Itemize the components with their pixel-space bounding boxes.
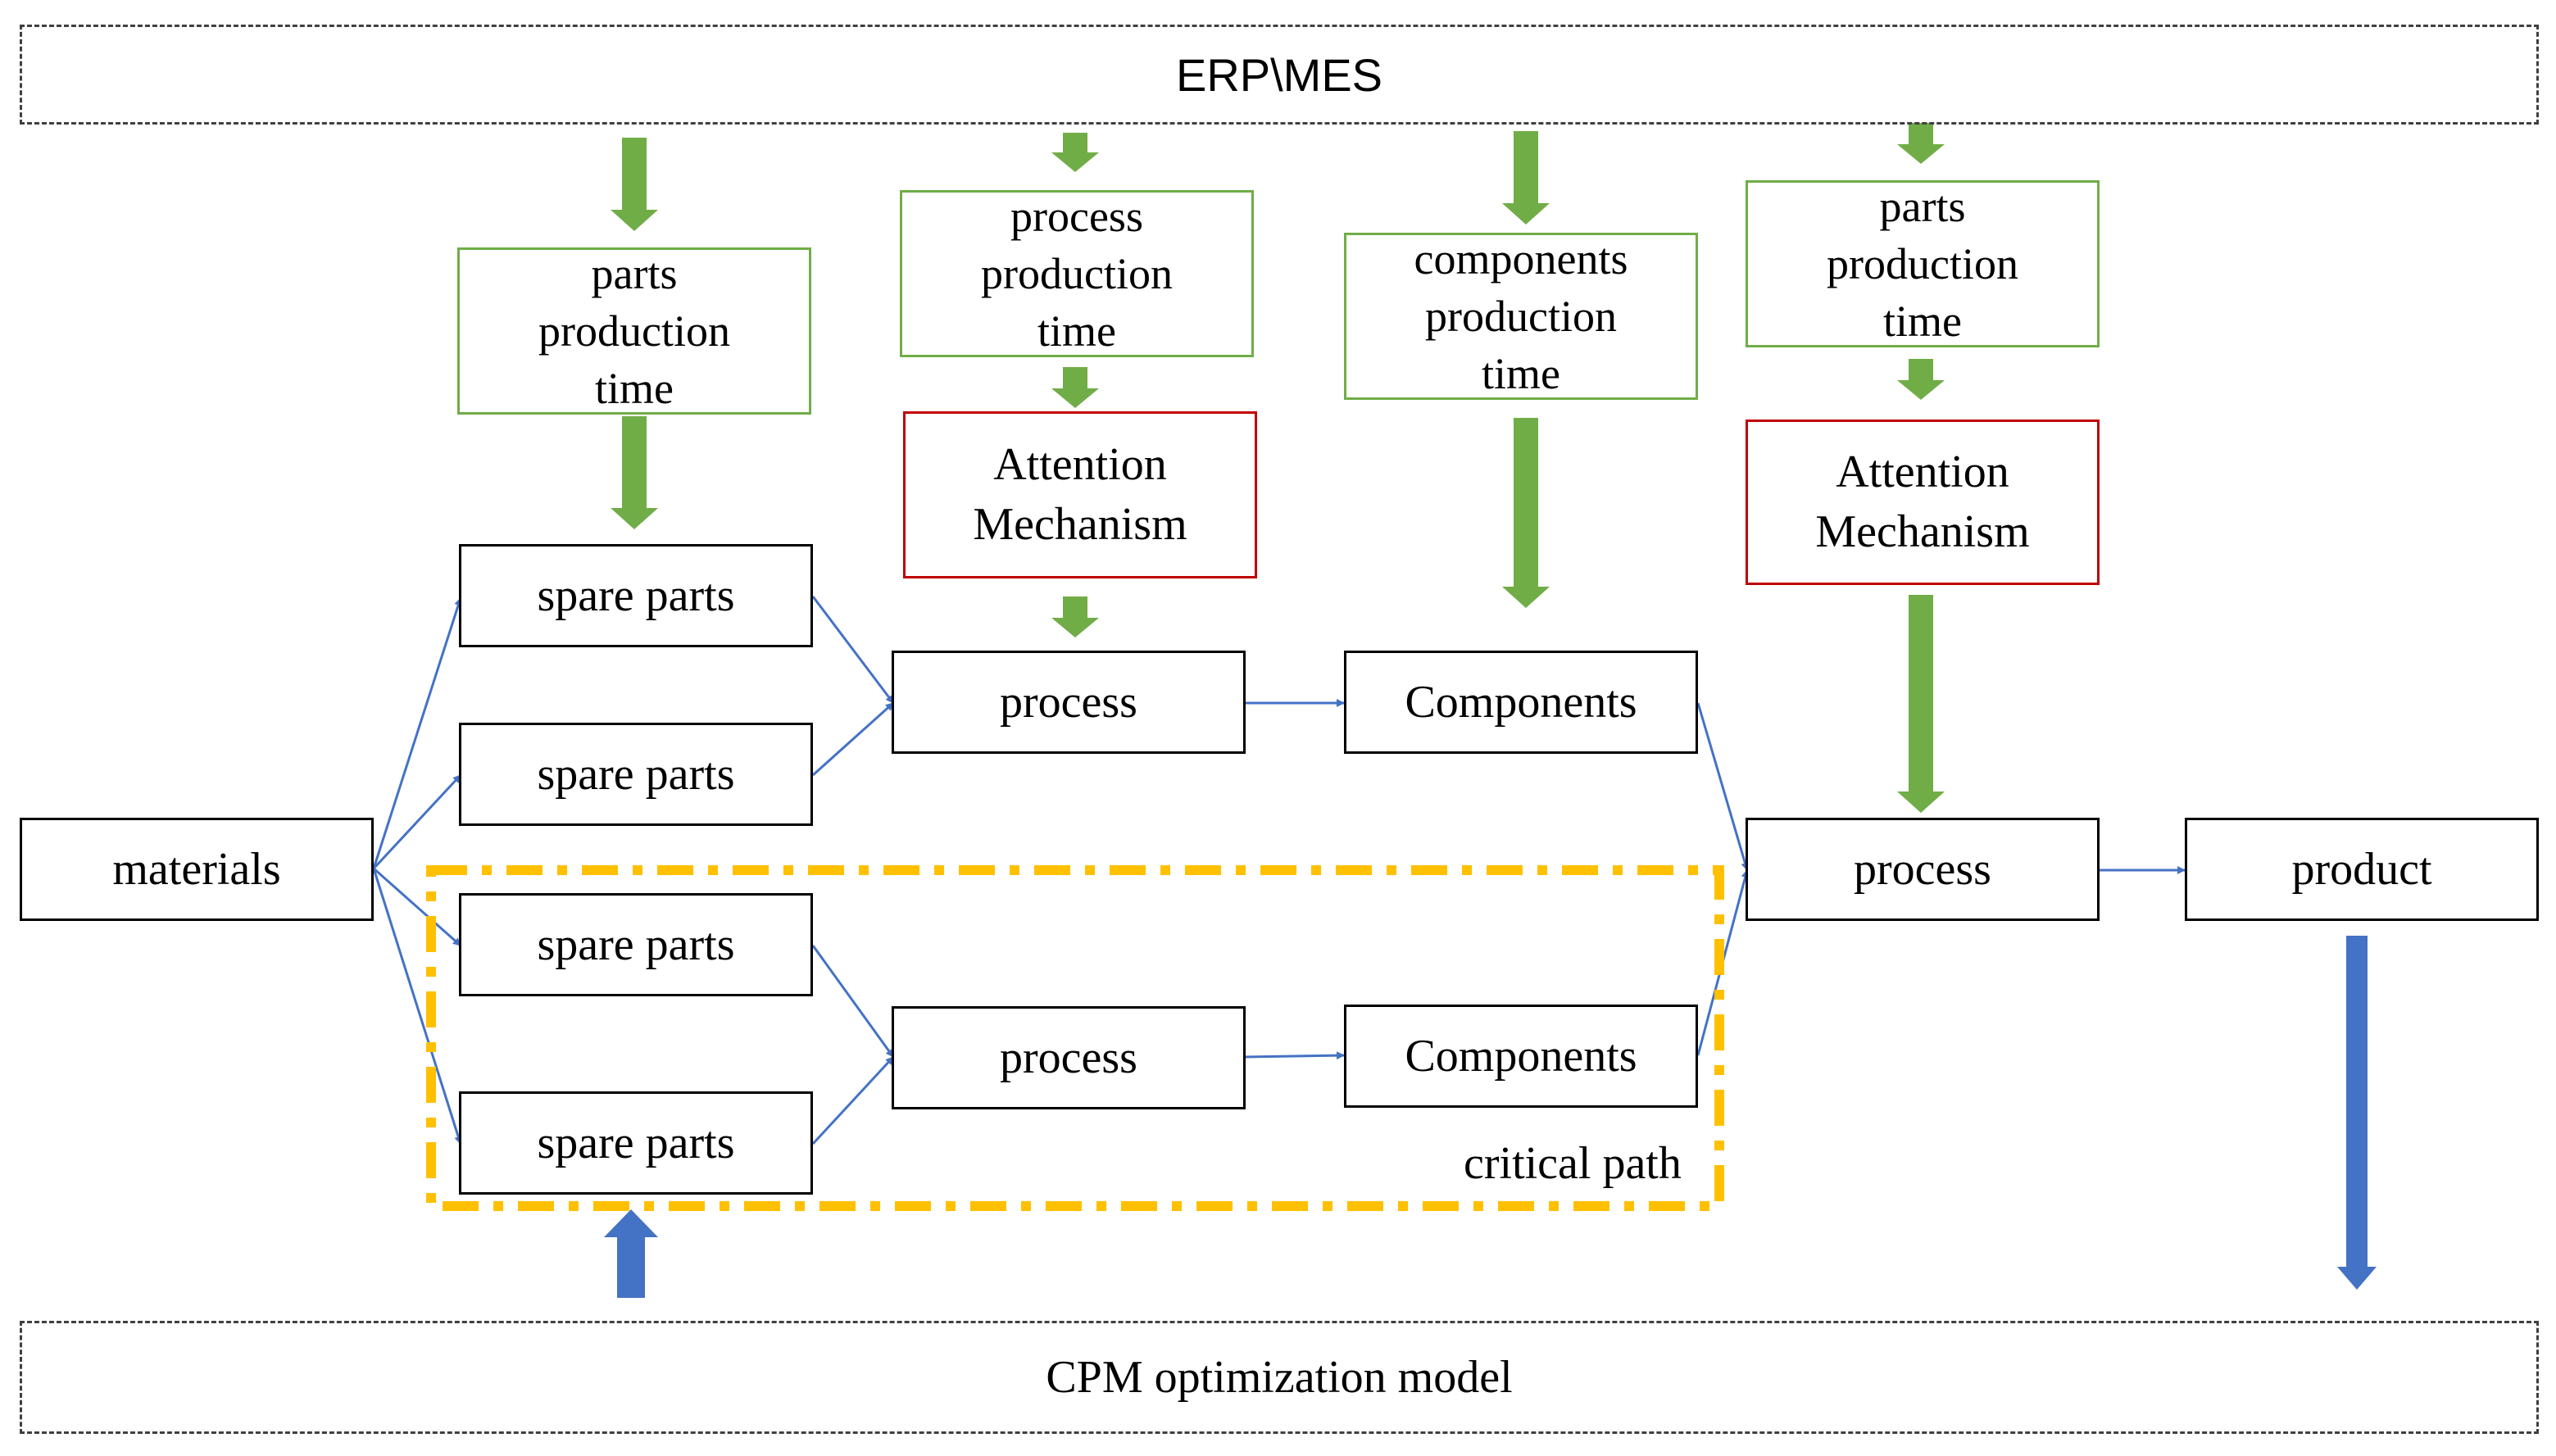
spare-parts-node-2: spare parts	[459, 723, 813, 826]
flow-connector	[372, 597, 463, 869]
components-node-upper: Components	[1344, 651, 1698, 754]
node-label: product	[2291, 844, 2432, 895]
model-arrow-up	[604, 1209, 658, 1298]
erp-mes-label: ERP\MES	[1175, 48, 1383, 101]
flow-connector	[811, 701, 895, 777]
node-label: spare parts	[537, 570, 735, 621]
feed-arrow	[1897, 123, 1945, 164]
flow-connector	[811, 1055, 895, 1145]
process-node-final: process	[1746, 818, 2100, 921]
feed-arrow	[1897, 359, 1945, 400]
node-label: process	[1000, 1032, 1137, 1083]
spare-parts-node-3: spare parts	[459, 893, 813, 996]
process-node-lower: process	[892, 1006, 1246, 1109]
product-node: product	[2185, 818, 2539, 921]
time-box-parts-1: parts production time	[457, 247, 811, 415]
materials-node: materials	[20, 818, 374, 921]
cpm-model-banner: CPM optimization model	[20, 1321, 2539, 1434]
time-box-components: components production time	[1344, 233, 1698, 400]
feed-arrow	[1502, 418, 1550, 608]
components-node-lower: Components	[1344, 1005, 1698, 1108]
cpm-model-label: CPM optimization model	[1046, 1352, 1513, 1403]
node-label: spare parts	[537, 749, 735, 800]
flow-connector	[372, 868, 463, 1145]
node-label: spare parts	[537, 919, 735, 970]
flow-connector	[811, 596, 895, 704]
attention-box-label: Attention Mechanism	[973, 439, 1187, 550]
critical-path-label: critical path	[1464, 1138, 1682, 1189]
feed-arrow	[1051, 596, 1099, 637]
spare-parts-node-1: spare parts	[459, 544, 813, 647]
feed-arrow	[611, 416, 658, 529]
attention-box-1: Attention Mechanism	[903, 411, 1257, 578]
feed-arrow	[1051, 367, 1099, 408]
feed-arrow	[1051, 133, 1099, 172]
flow-connector	[1696, 869, 1750, 1056]
flow-connector	[1245, 1051, 1345, 1060]
flow-connector	[811, 945, 895, 1058]
time-box-label: parts production time	[538, 248, 730, 414]
process-node-upper: process	[892, 651, 1246, 754]
node-label: materials	[112, 844, 281, 895]
feed-arrow	[611, 138, 658, 231]
model-arrow-down	[2337, 936, 2377, 1290]
attention-box-2: Attention Mechanism	[1746, 420, 2100, 585]
time-box-parts-2: parts production time	[1746, 180, 2100, 347]
node-label: Components	[1405, 677, 1637, 728]
erp-mes-banner: ERP\MES	[20, 25, 2539, 125]
time-box-label: process production time	[981, 191, 1173, 356]
node-label: process	[1000, 677, 1137, 728]
node-label: process	[1854, 844, 1991, 895]
node-label: spare parts	[537, 1118, 735, 1168]
time-box-label: parts production time	[1827, 181, 2018, 347]
feed-arrow	[1897, 595, 1945, 813]
node-label: Components	[1405, 1031, 1637, 1082]
feed-arrow	[1502, 131, 1550, 225]
time-box-label: components production time	[1414, 234, 1628, 399]
flow-connector	[1696, 702, 1750, 871]
time-box-process: process production time	[900, 190, 1254, 357]
spare-parts-node-4: spare parts	[459, 1091, 813, 1195]
attention-box-label: Attention Mechanism	[1815, 447, 2030, 557]
flow-connector	[372, 773, 462, 870]
